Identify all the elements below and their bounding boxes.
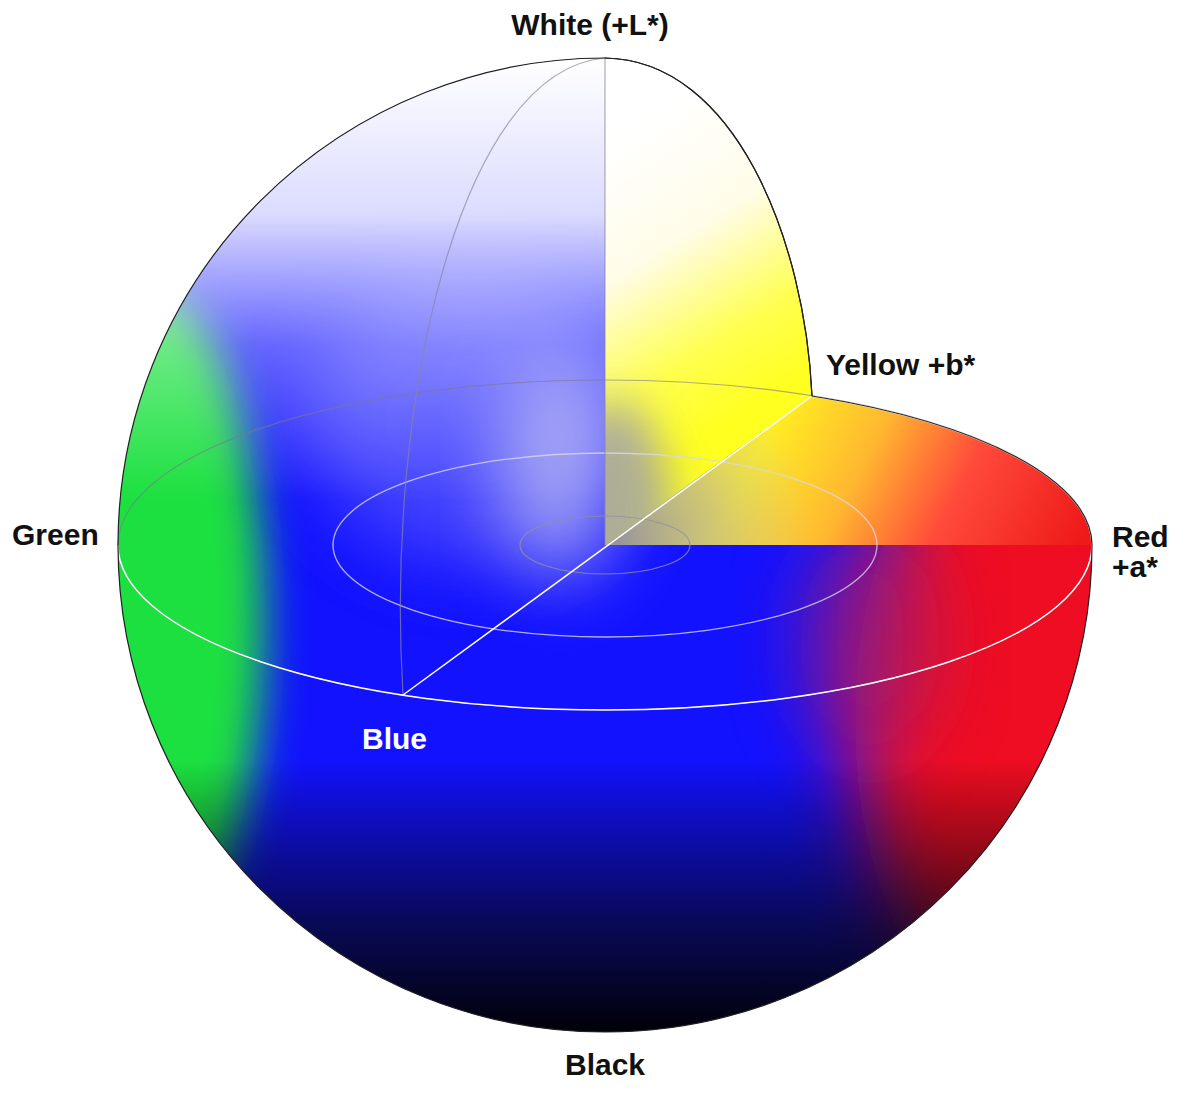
axis-label: Blue: [362, 724, 427, 754]
axis-label: Green: [12, 520, 99, 550]
axis-label: Red +a*: [1112, 522, 1182, 582]
axis-label: Yellow +b*: [826, 350, 975, 380]
axis-label: Black: [565, 1050, 645, 1080]
axis-label: White (+L*): [511, 10, 669, 40]
